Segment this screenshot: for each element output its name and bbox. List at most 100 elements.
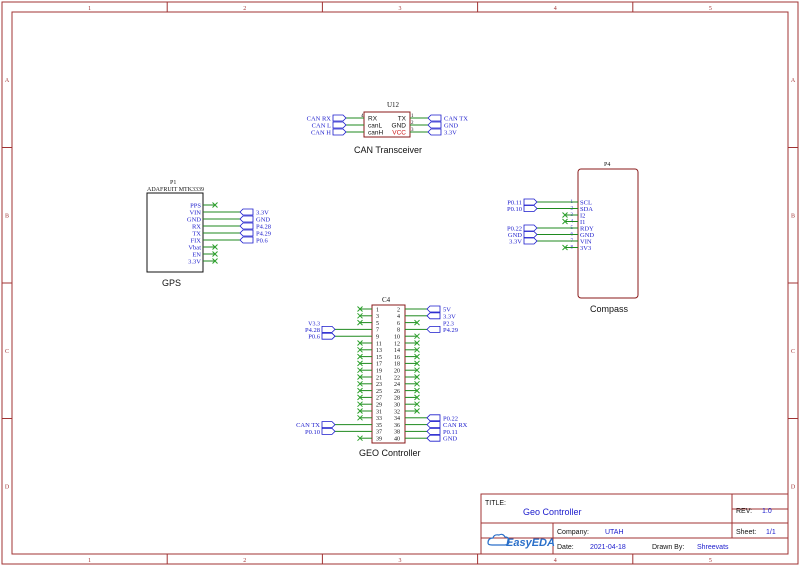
- p4-net-label: GND: [508, 232, 522, 239]
- c4-pin-num-right: 16: [394, 355, 400, 361]
- p1-net-label: GND: [256, 217, 270, 224]
- c4-pin-num-left: 1: [376, 307, 379, 313]
- row-marker-right: B: [791, 213, 795, 219]
- c4-pin-num-right: 2: [397, 307, 400, 313]
- c4-pin-num-left: 31: [376, 409, 382, 415]
- p1-pin-RX: RX: [192, 224, 201, 231]
- c4-net-left-label: P0.10: [305, 429, 320, 436]
- u12-net-left-flag: [332, 128, 347, 136]
- p4-compass-module[interactable]: P4 SCL1P0.11SDA2P0.10I23I14RDY5P0.22GND6…: [507, 162, 639, 314]
- c4-net-right-label: CAN RX: [443, 422, 468, 429]
- c4-net-left-alt: V3.3: [308, 321, 320, 327]
- c4-no-connect-left: [357, 346, 363, 353]
- c4-net-right-flag: [426, 414, 441, 422]
- u12-net-right-flag: [427, 121, 442, 129]
- company-value: UTAH: [605, 529, 624, 536]
- c4-no-connect-right: [414, 360, 420, 367]
- p1-net-flag: [239, 208, 254, 216]
- p1-net-flag: [239, 236, 254, 244]
- c4-pin-num-right: 18: [394, 362, 400, 368]
- date-label: Date:: [557, 544, 574, 551]
- c4-no-connect-left: [357, 306, 363, 312]
- c4-no-connect-right: [414, 408, 420, 414]
- column-marker-top: 4: [554, 6, 557, 12]
- c4-net-left-flag: [321, 428, 336, 435]
- c4-no-connect-right: [414, 346, 420, 353]
- row-marker-right: A: [791, 78, 796, 84]
- c4-body: [371, 304, 406, 444]
- c4-pins: 1357P4.28V3.39P0.61113151719212325272931…: [296, 305, 468, 443]
- u12-net-right-flag: [427, 128, 442, 136]
- p4-no-connect: [562, 218, 568, 225]
- cloud-icon: [487, 533, 510, 546]
- c4-pin-num-right: 38: [394, 430, 400, 436]
- c4-pin-num-left: 15: [376, 355, 382, 361]
- p4-body: [577, 168, 639, 299]
- column-marker-bottom: 4: [554, 558, 557, 564]
- c4-no-connect-left: [357, 401, 363, 408]
- p4-pin-3V3: 3V3: [580, 245, 591, 252]
- inner-frame: [11, 11, 789, 555]
- c4-no-connect-right: [414, 340, 420, 346]
- c4-pin-num-left: 27: [376, 396, 382, 402]
- c4-no-connect-left: [357, 367, 363, 374]
- sheet-value: 1/1: [766, 529, 776, 536]
- p4-pin-SCL: SCL: [580, 200, 592, 207]
- row-marker-left: C: [5, 349, 9, 355]
- c4-no-connect-left: [357, 435, 363, 442]
- c4-geo-controller[interactable]: C4 1357P4.28V3.39P0.61113151719212325272…: [296, 296, 468, 458]
- c4-pin-num-right: 22: [394, 375, 400, 381]
- p4-pin-VIN: VIN: [580, 239, 592, 246]
- c4-pin-num-left: 29: [376, 403, 382, 409]
- p1-net-flag: [239, 215, 254, 223]
- c4-pin-num-right: 24: [394, 382, 400, 388]
- c4-net-right-flag: [426, 326, 441, 333]
- c4-pin-num-left: 19: [376, 369, 382, 375]
- c4-pin-num-left: 13: [376, 348, 382, 354]
- row-marker-left: B: [5, 213, 9, 219]
- c4-no-connect-right: [414, 387, 420, 394]
- c4-pin-num-left: 37: [376, 430, 382, 436]
- row-marker-right: C: [791, 349, 795, 355]
- title-value: Geo Controller: [523, 507, 582, 517]
- c4-no-connect-right: [414, 394, 420, 401]
- c4-pin-num-left: 25: [376, 389, 382, 395]
- c4-no-connect-left: [357, 414, 363, 421]
- u12-pin-RX: RX: [368, 116, 378, 123]
- c4-pin-num-right: 8: [397, 328, 400, 334]
- drawn-by-label: Drawn By:: [652, 544, 684, 551]
- c4-net-right-label: GND: [443, 436, 457, 443]
- column-marker-top: 1: [88, 6, 91, 12]
- c4-net-right-label: P0.11: [443, 429, 458, 436]
- p1-ref: P1: [170, 180, 176, 186]
- u12-net-left-label: CAN L: [312, 123, 331, 130]
- rev-label: REV:: [736, 508, 752, 515]
- p1-part: ADAFRUIT MTK3339: [147, 187, 204, 193]
- p4-no-connect: [562, 244, 568, 251]
- u12-pin-canH: canH: [368, 130, 383, 137]
- c4-net-left-flag: [321, 332, 336, 340]
- p1-pin-Vbat: Vbat: [188, 245, 201, 252]
- row-marker-left: A: [5, 78, 10, 84]
- c4-pin-num-left: 7: [376, 328, 379, 334]
- u12-pin-num: 1: [411, 114, 414, 119]
- u12-pin-TX: TX: [398, 116, 407, 123]
- column-marker-bottom: 2: [243, 558, 246, 564]
- p1-net-label: 3.3V: [256, 210, 269, 217]
- c4-pin-num-left: 5: [376, 321, 379, 327]
- c4-pin-num-left: 33: [376, 416, 382, 422]
- column-marker-top: 2: [243, 6, 246, 12]
- c4-pin-num-left: 17: [376, 362, 382, 368]
- rev-value: 1.0: [762, 508, 772, 515]
- c4-caption: GEO Controller: [359, 448, 421, 458]
- p1-net-label: P0.6: [256, 238, 268, 245]
- logo-text: EasyEDA: [506, 537, 555, 549]
- c4-pin-num-right: 20: [394, 369, 400, 375]
- c4-no-connect-right: [414, 319, 420, 326]
- p4-net-label: P0.10: [507, 206, 522, 213]
- c4-pin-num-left: 11: [376, 341, 382, 347]
